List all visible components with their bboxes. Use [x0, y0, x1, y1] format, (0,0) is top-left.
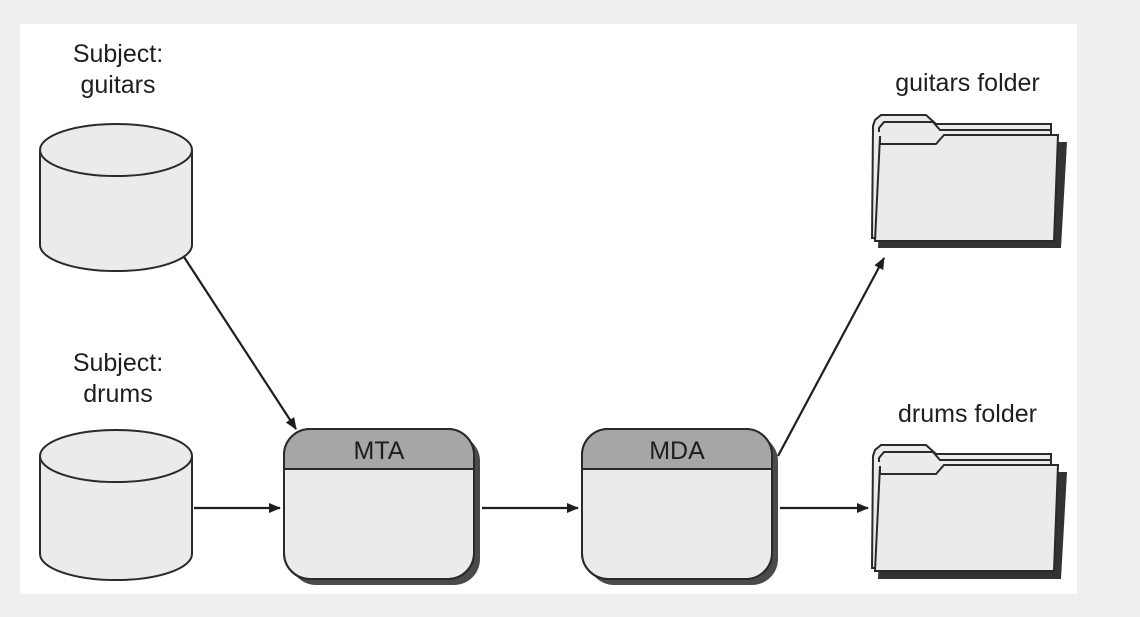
drums-folder-icon: [870, 444, 1067, 579]
guitars-subject-line2: guitars: [80, 71, 156, 99]
diagram-graphics: MTA MDA: [39, 114, 1067, 585]
arrow-mda-to-guitars-folder: [777, 257, 885, 457]
guitars-database-icon: [39, 123, 193, 272]
guitars-folder-label: guitars folder: [895, 69, 1040, 97]
guitars-subject-line1: Subject:: [72, 40, 164, 68]
drums-subject-line2: drums: [83, 380, 153, 408]
mta-box: MTA: [283, 428, 480, 585]
drums-folder-label: drums folder: [898, 400, 1037, 428]
guitars-folder-icon: [870, 114, 1067, 248]
guitars-subject-label: Subject: guitars: [53, 39, 183, 101]
mta-label: MTA: [354, 437, 405, 465]
arrow-guitars-to-mta: [183, 256, 297, 430]
mda-box: MDA: [581, 428, 778, 585]
drums-subject-line1: Subject:: [72, 349, 164, 377]
drums-subject-label: Subject: drums: [53, 348, 183, 410]
drums-database-icon: [39, 429, 193, 581]
diagram-canvas: MTA MDA: [20, 24, 1077, 594]
mda-label: MDA: [649, 437, 705, 465]
